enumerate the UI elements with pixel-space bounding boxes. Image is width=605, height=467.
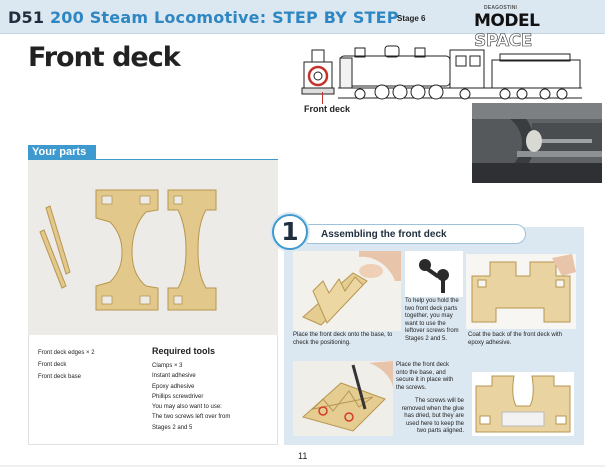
tools-list-item: Phillips screwdriver xyxy=(152,393,204,400)
step-number: 1 xyxy=(281,217,299,246)
tools-list-item: Epoxy adhesive xyxy=(152,383,195,390)
logo-publisher: DEAGOSTINI xyxy=(484,5,518,11)
parts-info-box: Front deck edges × 2 Front deck Front de… xyxy=(28,335,278,445)
step-number-badge: 1 xyxy=(272,214,308,250)
series-name: 200 Steam Locomotive: STEP BY STEP xyxy=(49,8,399,27)
tools-list-item: Clamps × 3 xyxy=(152,363,183,369)
tools-list: Clamps × 3 Instant adhesive Epoxy adhesi… xyxy=(152,361,274,433)
diagram-pointer xyxy=(322,92,323,104)
step-photo-d xyxy=(293,361,393,436)
reference-photo xyxy=(472,103,602,183)
tools-list-item: You may also want to use: xyxy=(152,404,222,411)
step-photo-a xyxy=(293,251,401,331)
your-parts-rule xyxy=(28,159,278,160)
logo-word-a: MODEL xyxy=(474,11,540,31)
parts-list-item: Front deck edges × 2 xyxy=(38,350,95,356)
logo-word-b: SPACE xyxy=(474,31,533,52)
page-title: Front deck xyxy=(28,42,181,73)
parts-list: Front deck edges × 2 Front deck Front de… xyxy=(38,347,95,383)
step-caption-c: Coat the back of the front deck with epo… xyxy=(468,332,563,346)
step-photo-c xyxy=(466,254,576,329)
brand-logo: DEAGOSTINI MODEL SPACE xyxy=(472,4,602,51)
step-photo-screws xyxy=(405,251,463,297)
tools-list-item: Stages 2 and 5 xyxy=(152,424,193,431)
step-caption-a: Place the front deck onto the base, to c… xyxy=(293,332,393,346)
locomotive-diagram xyxy=(301,45,582,100)
tools-heading: Required tools xyxy=(152,346,216,356)
header-bar: D51 200 Steam Locomotive: STEP BY STEP S… xyxy=(0,0,605,51)
bottom-rule xyxy=(0,465,605,467)
diagram-label: Front deck xyxy=(304,104,351,114)
page-number: 11 xyxy=(298,451,308,461)
parts-list-item: Front deck base xyxy=(38,374,82,380)
stage-label: Stage 6 xyxy=(397,14,426,23)
step-caption-b: To help you hold the two front deck part… xyxy=(405,298,459,342)
parts-list-item: Front deck xyxy=(38,362,67,368)
step-title: Assembling the front deck xyxy=(321,229,447,240)
tools-list-item: The two screws left over from xyxy=(152,414,231,421)
series-title: D51 200 Steam Locomotive: STEP BY STEP xyxy=(8,8,399,27)
tools-list-item: Instant adhesive xyxy=(152,373,196,380)
step-photo-e xyxy=(472,372,574,436)
logo-wordmark: MODEL SPACE xyxy=(474,11,602,51)
your-parts-tab: Your parts xyxy=(28,145,96,160)
step-caption-d: Place the front deck onto the base, and … xyxy=(396,362,454,391)
step-header-bar: Assembling the front deck xyxy=(300,224,526,244)
step-caption-e: The screws will be removed when the glue… xyxy=(401,398,464,434)
series-code: D51 xyxy=(8,8,45,27)
parts-photo xyxy=(28,160,278,335)
